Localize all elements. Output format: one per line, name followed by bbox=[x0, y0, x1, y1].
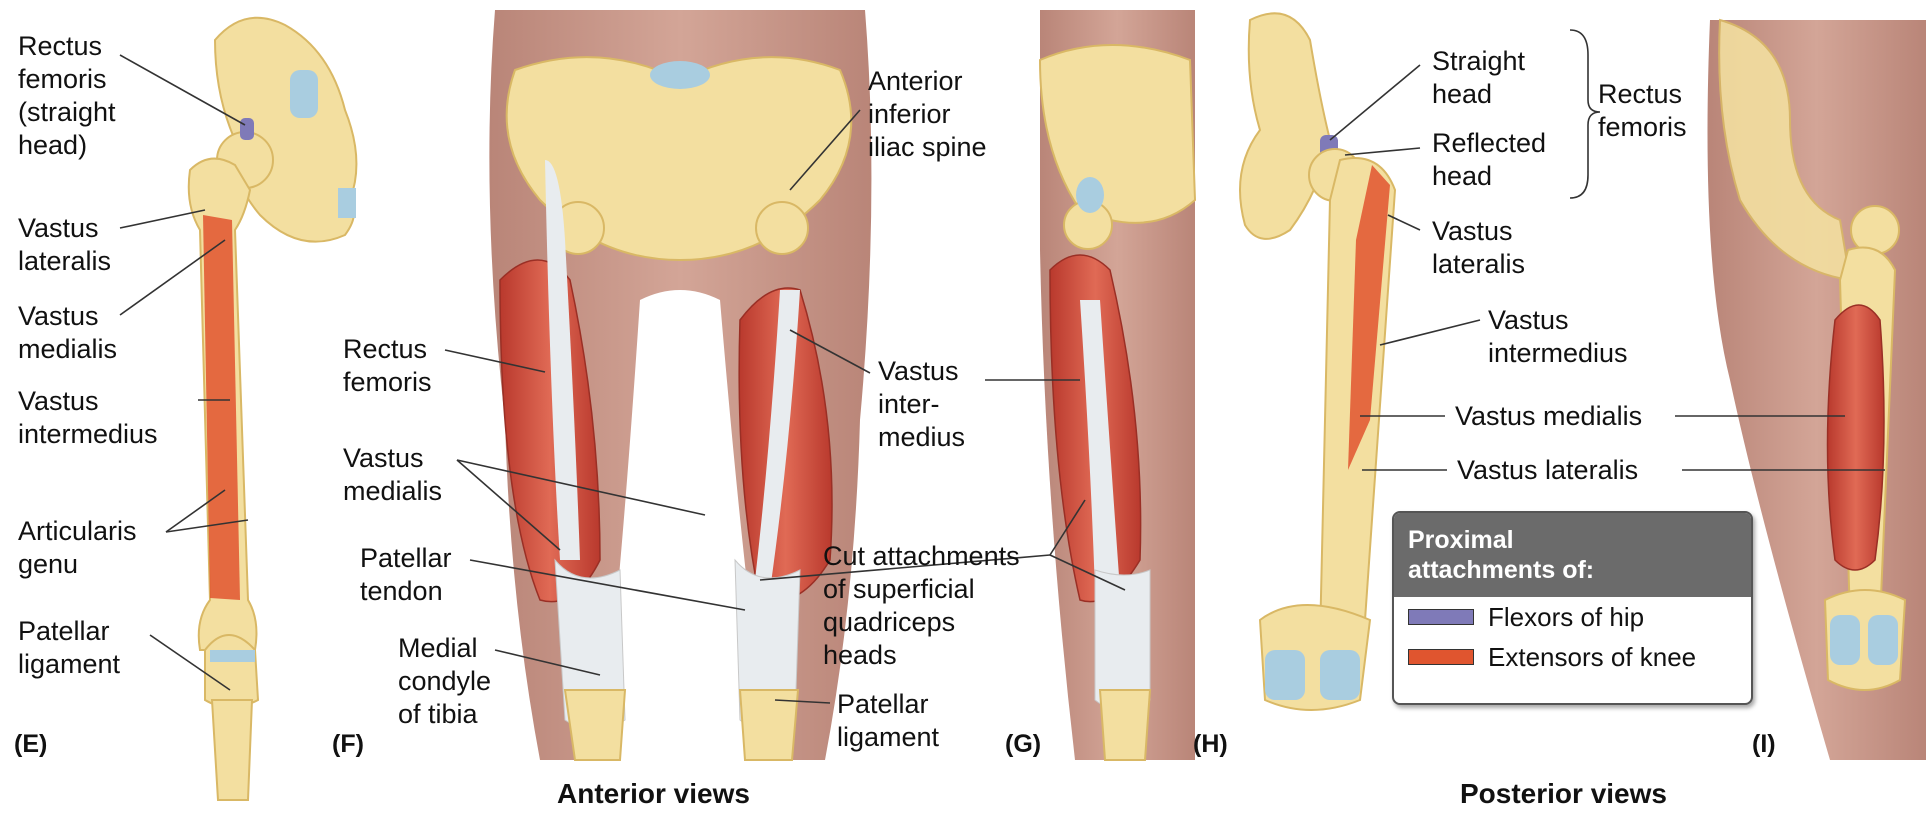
label-e-vastus-intermedius: Vastus intermedius bbox=[18, 385, 158, 451]
legend-swatch-flexors bbox=[1408, 609, 1474, 625]
label-h-vastus-medialis: Vastus medialis bbox=[1455, 400, 1642, 433]
label-h-reflected-head: Reflected head bbox=[1432, 127, 1546, 193]
panel-e-bones bbox=[189, 18, 357, 800]
label-f-patellar-ligament: Patellar ligament bbox=[837, 688, 939, 754]
caption-anterior-views: Anterior views bbox=[557, 778, 750, 810]
label-e-patellar-ligament: Patellar ligament bbox=[18, 615, 120, 681]
legend-item-flexors: Flexors of hip bbox=[1394, 597, 1751, 637]
label-f-aiis: Anterior inferior iliac spine bbox=[868, 65, 987, 164]
label-e-vastus-lateralis: Vastus lateralis bbox=[18, 212, 111, 278]
legend: Proximal attachments of: Flexors of hip … bbox=[1392, 511, 1753, 705]
panel-letter-f: (F) bbox=[332, 730, 364, 759]
label-e-vastus-medialis: Vastus medialis bbox=[18, 300, 117, 366]
legend-title: Proximal attachments of: bbox=[1394, 513, 1751, 597]
caption-posterior-views: Posterior views bbox=[1460, 778, 1667, 810]
panel-g-thigh bbox=[1040, 10, 1195, 760]
panel-letter-g: (G) bbox=[1005, 730, 1041, 759]
legend-label-flexors: Flexors of hip bbox=[1488, 602, 1644, 633]
label-e-rectus-femoris: Rectus femoris (straight head) bbox=[18, 30, 116, 162]
panel-letter-e: (E) bbox=[14, 730, 47, 759]
label-f-cut-attachments: Cut attachments of superficial quadricep… bbox=[823, 540, 1020, 672]
legend-swatch-extensors bbox=[1408, 649, 1474, 665]
label-f-vastus-medialis: Vastus medialis bbox=[343, 442, 442, 508]
label-h-straight-head: Straight head bbox=[1432, 45, 1525, 111]
label-h-vastus-lateralis-2: Vastus lateralis bbox=[1457, 454, 1638, 487]
panel-letter-h: (H) bbox=[1193, 730, 1228, 759]
legend-item-extensors: Extensors of knee bbox=[1394, 637, 1751, 677]
panel-letter-i: (I) bbox=[1752, 730, 1776, 759]
label-h-vastus-lateralis: Vastus lateralis bbox=[1432, 215, 1525, 281]
label-f-vastus-intermedius: Vastus inter- medius bbox=[878, 355, 965, 454]
panel-f-thighs bbox=[489, 10, 871, 760]
label-f-medial-condyle: Medial condyle of tibia bbox=[398, 632, 491, 731]
label-f-rectus-femoris: Rectus femoris bbox=[343, 333, 432, 399]
panel-h-bones bbox=[1240, 13, 1395, 710]
legend-label-extensors: Extensors of knee bbox=[1488, 642, 1696, 673]
label-f-patellar-tendon: Patellar tendon bbox=[360, 542, 452, 608]
label-h-rectus-femoris: Rectus femoris bbox=[1598, 78, 1687, 144]
label-e-articularis-genu: Articularis genu bbox=[18, 515, 137, 581]
label-h-vastus-intermedius: Vastus intermedius bbox=[1488, 304, 1628, 370]
